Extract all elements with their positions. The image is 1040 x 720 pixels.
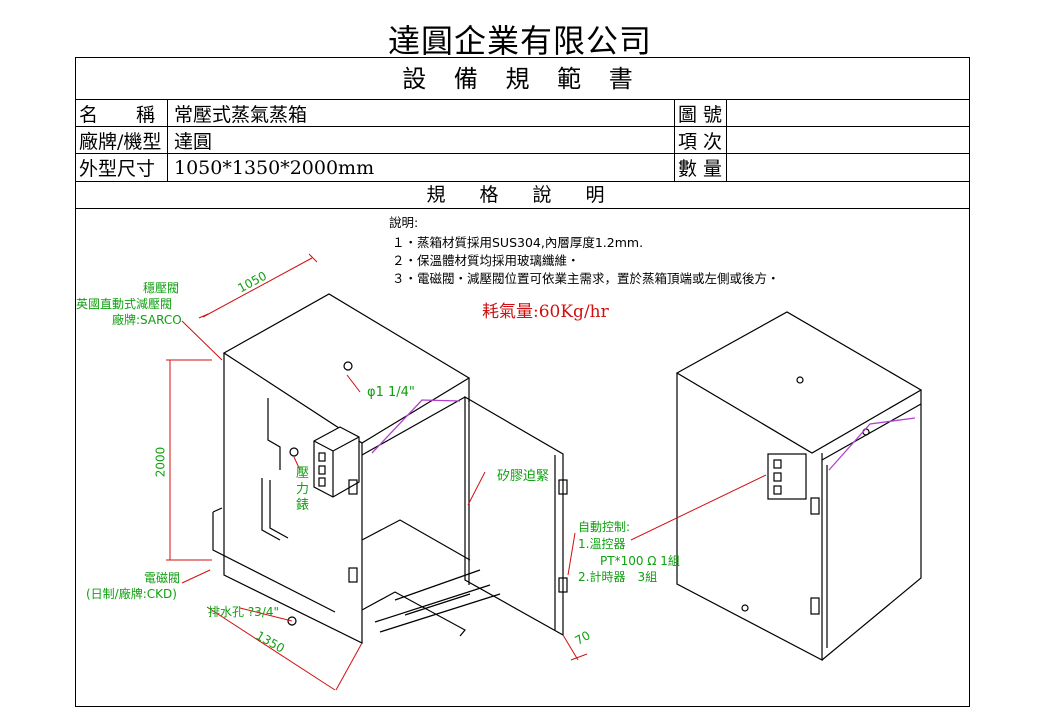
callout-valve-1: 穩壓閥 (143, 281, 180, 295)
size-row: 外型尺寸 1050*1350*2000mm 數 量 (76, 154, 969, 182)
callout-gauge-2: 力 (296, 482, 310, 497)
callout-gasket: 矽膠迫緊 (497, 469, 550, 484)
notes-heading: 說明: (389, 215, 419, 230)
callout-pipe: φ1 1/4" (367, 385, 415, 400)
callout-control-3: PT*100 Ω 1組 (600, 554, 680, 568)
name-value: 常壓式蒸氣蒸箱 (168, 100, 675, 126)
document-title: 設 備 規 範 書 (76, 58, 969, 100)
company-name: 達圓企業有限公司 (387, 22, 652, 60)
steam-consumption: 耗氣量:60Kg/hr (482, 302, 609, 322)
brand-label: 廠牌/機型 (76, 127, 168, 153)
callout-control-4: 2.計時器 3組 (578, 570, 658, 584)
spec-sheet-frame: 設 備 規 範 書 名 稱 常壓式蒸氣蒸箱 圖 號 廠牌/機型 達圓 項 次 外… (75, 57, 970, 707)
callout-gauge-1: 壓 (296, 466, 310, 481)
name-label: 名 稱 (76, 100, 168, 126)
size-value: 1050*1350*2000mm (168, 154, 675, 181)
note-2: ２・保溫體材質均採用玻璃纖維・ (392, 253, 580, 268)
qty-label: 數 量 (675, 154, 727, 181)
note-1: １・蒸箱材質採用SUS304,內層厚度1.2mm. (392, 235, 644, 250)
dim-height: 2000 (153, 446, 168, 478)
callout-valve-2: 英國直動式減壓閥 (76, 297, 173, 311)
callout-control-1: 自動控制: (578, 520, 631, 534)
note-3: ３・電磁閥・減壓閥位置可依業主需求，置於蒸箱頂端或左側或後方・ (392, 271, 780, 286)
callout-valve-3: 廠牌:SARCO (112, 313, 182, 327)
brand-value: 達圓 (168, 127, 675, 153)
item-label: 項 次 (675, 127, 727, 153)
drawing-no-label: 圖 號 (675, 100, 727, 126)
callout-drain: 排水孔 ?3/4" (208, 605, 280, 619)
callout-solenoid-1: 電磁閥 (144, 571, 181, 585)
brand-row: 廠牌/機型 達圓 項 次 (76, 127, 969, 154)
spec-header: 規 格 說 明 (76, 182, 969, 209)
callout-gauge-3: 錶 (296, 498, 310, 513)
name-row: 名 稱 常壓式蒸氣蒸箱 圖 號 (76, 100, 969, 127)
callout-control-2: 1.溫控器 (578, 537, 626, 551)
size-label: 外型尺寸 (76, 154, 168, 181)
callout-solenoid-2: (日制/廠牌:CKD) (86, 587, 177, 601)
